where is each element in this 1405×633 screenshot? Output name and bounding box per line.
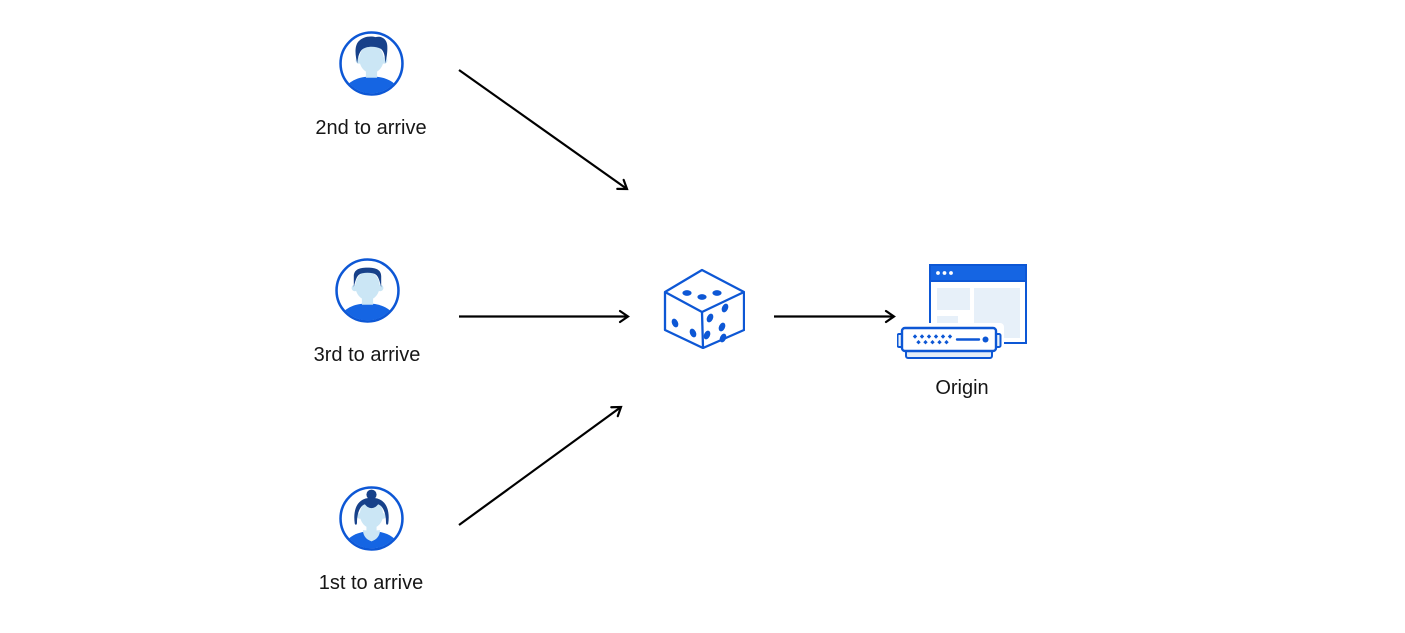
origin-node: Origin bbox=[897, 262, 1027, 399]
arrow-client-1st-to-dice bbox=[458, 405, 623, 526]
dice-icon bbox=[663, 268, 745, 349]
arrow-client-2nd-to-dice bbox=[458, 69, 629, 191]
client-node-3rd: 3rd to arrive bbox=[297, 257, 437, 366]
avatar-woman-bun-icon bbox=[338, 486, 404, 551]
server-icon bbox=[897, 326, 1002, 359]
origin-label: Origin bbox=[935, 377, 989, 399]
client-node-1st: 1st to arrive bbox=[301, 485, 441, 594]
client-label-1st: 1st to arrive bbox=[318, 572, 424, 594]
client-node-2nd: 2nd to arrive bbox=[301, 30, 441, 139]
client-label-2nd: 2nd to arrive bbox=[315, 117, 427, 139]
avatar-man-side-part-icon bbox=[338, 31, 404, 96]
avatar-man-flat-top-icon bbox=[334, 258, 400, 323]
randomizer-node bbox=[663, 267, 745, 349]
origin-server-browser-icon bbox=[897, 264, 1027, 361]
client-label-3rd: 3rd to arrive bbox=[313, 344, 421, 366]
